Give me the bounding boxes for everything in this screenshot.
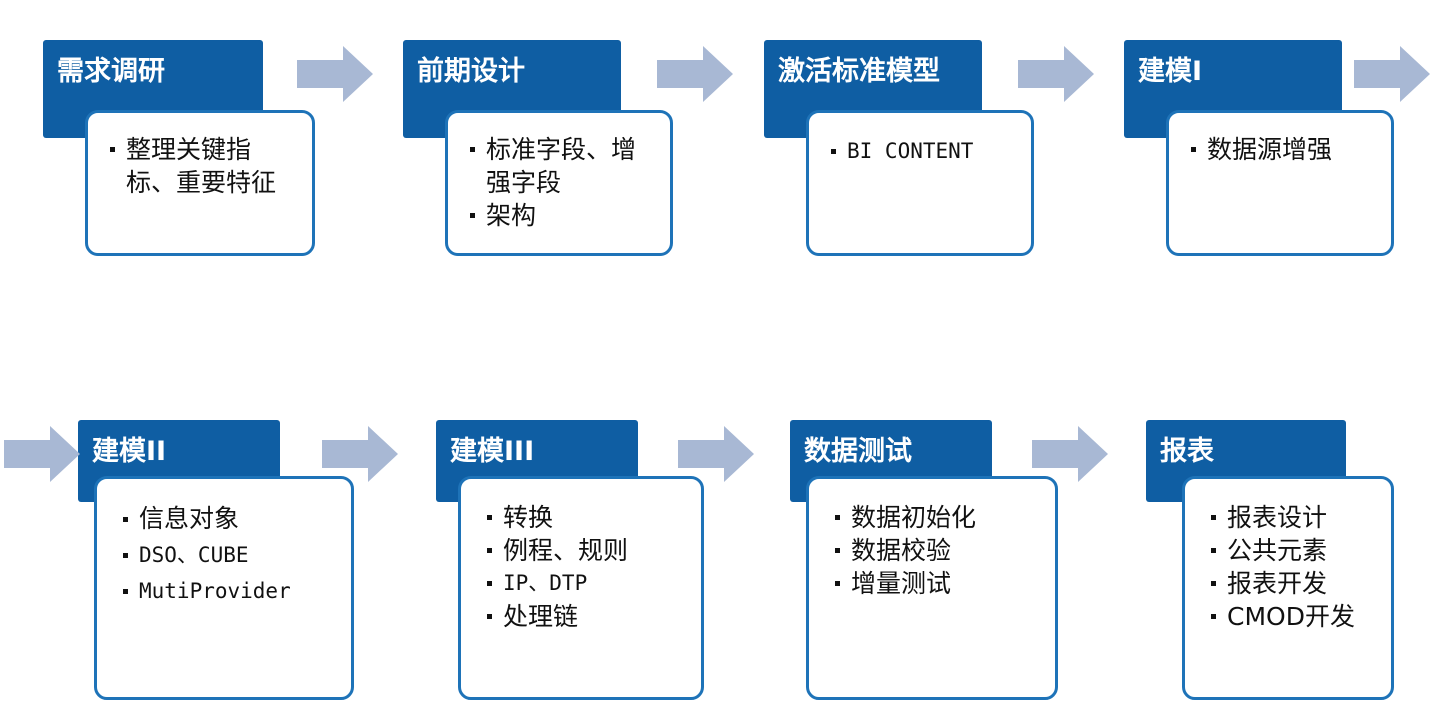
step-item: 数据源增强 — [1191, 133, 1381, 166]
step-data-testing: 数据测试 数据初始化 数据校验 增量测试 — [790, 420, 1058, 700]
step-body: 转换 例程、规则 IP、DTP 处理链 — [458, 476, 704, 700]
step-item: 报表开发 — [1211, 567, 1381, 600]
flow-arrow-icon — [1018, 46, 1094, 102]
step-preliminary-design: 前期设计 标准字段、增强字段 架构 — [403, 40, 673, 258]
step-body: BI CONTENT — [806, 110, 1034, 256]
step-item: 例程、规则 — [487, 534, 691, 567]
flow-arrow-icon — [678, 426, 754, 482]
step-item: 处理链 — [487, 600, 691, 633]
flow-arrow-shape — [322, 426, 398, 482]
flow-arrow-shape — [297, 46, 373, 102]
step-item: MutiProvider — [123, 573, 341, 609]
flow-arrow-icon — [1354, 46, 1430, 102]
flow-arrow-shape — [4, 426, 80, 482]
step-body: 信息对象 DSO、CUBE MutiProvider — [94, 476, 354, 700]
step-item: 报表设计 — [1211, 501, 1381, 534]
step-item: CMOD开发 — [1211, 600, 1381, 633]
step-item: 数据初始化 — [835, 501, 1045, 534]
flow-arrow-icon — [657, 46, 733, 102]
flow-arrow-shape — [1354, 46, 1430, 102]
step-body: 整理关键指标、重要特征 — [85, 110, 315, 256]
step-activate-standard-model: 激活标准模型 BI CONTENT — [764, 40, 1034, 258]
step-reports: 报表 报表设计 公共元素 报表开发 CMOD开发 — [1146, 420, 1394, 700]
step-body: 数据源增强 — [1166, 110, 1394, 256]
flow-arrow-shape — [1018, 46, 1094, 102]
step-body: 数据初始化 数据校验 增量测试 — [806, 476, 1058, 700]
step-modeling-1: 建模I 数据源增强 — [1124, 40, 1394, 258]
flow-arrow-shape — [678, 426, 754, 482]
step-modeling-3: 建模III 转换 例程、规则 IP、DTP 处理链 — [436, 420, 704, 700]
flow-arrow-icon — [1032, 426, 1108, 482]
step-item: 标准字段、增强字段 — [470, 133, 636, 199]
step-modeling-2: 建模II 信息对象 DSO、CUBE MutiProvider — [78, 420, 354, 700]
step-item: 数据校验 — [835, 534, 1045, 567]
step-item: BI CONTENT — [831, 133, 1021, 169]
step-item: 转换 — [487, 501, 691, 534]
flow-arrow-shape — [1032, 426, 1108, 482]
flow-arrow-icon — [297, 46, 373, 102]
step-item: 架构 — [470, 199, 660, 232]
flow-arrow-icon — [322, 426, 398, 482]
flow-arrow-icon — [4, 426, 80, 482]
step-body: 标准字段、增强字段 架构 — [445, 110, 673, 256]
step-item: 信息对象 — [123, 501, 341, 537]
step-body: 报表设计 公共元素 报表开发 CMOD开发 — [1182, 476, 1394, 700]
step-item: 公共元素 — [1211, 534, 1381, 567]
step-item: DSO、CUBE — [123, 537, 341, 573]
step-requirements: 需求调研 整理关键指标、重要特征 — [43, 40, 315, 258]
step-item: 增量测试 — [835, 567, 1045, 600]
step-item: 整理关键指标、重要特征 — [110, 133, 286, 199]
flow-arrow-shape — [657, 46, 733, 102]
step-item: IP、DTP — [487, 567, 691, 600]
